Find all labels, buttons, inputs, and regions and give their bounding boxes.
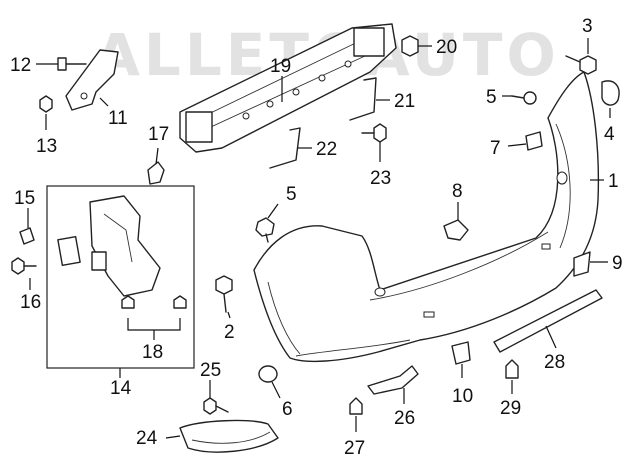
bolt-part	[11, 257, 37, 275]
callout-1: 1	[608, 171, 619, 192]
callout-4: 4	[604, 124, 615, 145]
callout-6: 6	[282, 399, 293, 420]
callout-3: 3	[582, 16, 593, 37]
callout-14: 14	[110, 378, 132, 399]
bolt-part	[361, 123, 387, 143]
callout-11: 11	[108, 108, 128, 129]
callout-26: 26	[394, 408, 415, 429]
callout-10: 10	[452, 386, 473, 407]
bolt-part	[57, 57, 87, 71]
callout-13: 13	[36, 136, 57, 157]
fog-lamp-part	[179, 419, 279, 453]
nut-part	[401, 35, 419, 57]
callout-20: 20	[436, 37, 457, 58]
bracket-part	[349, 77, 377, 121]
callout-5-lower: 5	[286, 184, 297, 205]
bolt-part	[215, 275, 233, 313]
callout-25: 25	[200, 360, 221, 381]
callout-18: 18	[142, 342, 163, 363]
bracket-part	[65, 49, 119, 111]
callout-21: 21	[394, 91, 415, 112]
callout-22: 22	[316, 139, 337, 160]
inset-mudguard	[57, 195, 187, 309]
clip-part	[258, 365, 278, 383]
bolt-part	[565, 55, 597, 75]
reinforcement-bar	[179, 23, 397, 153]
block-part	[525, 131, 543, 151]
pad-part	[573, 251, 591, 277]
clip-part	[19, 227, 35, 245]
callout-28: 28	[544, 352, 565, 373]
callout-23: 23	[370, 168, 391, 189]
callout-9: 9	[612, 253, 623, 274]
rail-part	[493, 289, 603, 353]
callout-24: 24	[136, 428, 158, 449]
callout-2: 2	[224, 322, 235, 343]
callout-8: 8	[452, 181, 463, 202]
bumper-cover	[253, 71, 600, 363]
bracket-part	[367, 365, 419, 395]
callout-29: 29	[500, 398, 521, 419]
callout-19: 19	[270, 56, 291, 77]
clip-part	[147, 161, 165, 185]
reflector-part	[451, 341, 471, 365]
clip-part	[443, 219, 469, 241]
bracket-part	[269, 127, 301, 169]
screw-part	[511, 91, 537, 105]
callout-27: 27	[344, 438, 365, 459]
callout-numbers: 12 13 11 17 19 20 21 22 23 3 4 5 7 1 8 9…	[10, 16, 623, 459]
callout-17: 17	[148, 124, 169, 145]
nut-part	[39, 95, 53, 113]
clip-part	[505, 359, 519, 379]
cap-part	[601, 80, 620, 106]
callout-16: 16	[20, 292, 41, 313]
bracket-hole	[80, 92, 88, 100]
clip-part	[349, 397, 363, 415]
callout-7: 7	[490, 138, 501, 159]
bolt-part	[203, 397, 229, 415]
leader-lines	[27, 38, 611, 439]
callout-15: 15	[14, 188, 35, 209]
callout-12: 12	[10, 55, 31, 76]
screw-part	[255, 217, 275, 243]
callout-5-top: 5	[486, 87, 497, 108]
